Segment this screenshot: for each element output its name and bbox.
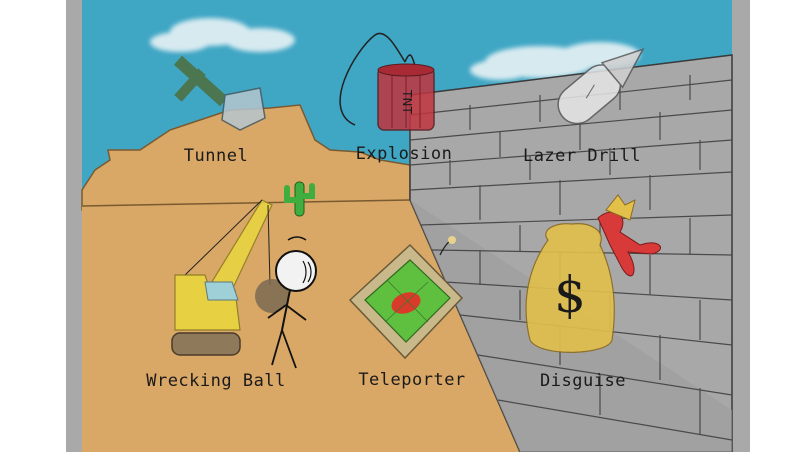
lazer-drill-label[interactable]: Lazer Drill (522, 146, 642, 166)
stickman-character (267, 236, 317, 369)
explosion-option[interactable]: TNT (339, 32, 435, 131)
shovel-icon (173, 55, 266, 131)
cactus (284, 181, 315, 217)
money-bag-icon: $ (525, 194, 662, 353)
lazer-drill-option[interactable] (550, 35, 655, 132)
wall-bricks (409, 75, 733, 441)
wrecking-ball-option[interactable] (171, 199, 289, 356)
bag-symbol: $ (554, 266, 586, 324)
wrecking-ball-label[interactable]: Wrecking Ball (146, 371, 286, 391)
cloud-right (470, 42, 640, 80)
teleporter-option[interactable] (348, 236, 464, 360)
disguise-option[interactable]: $ (525, 194, 662, 353)
teleporter-label[interactable]: Teleporter (358, 370, 466, 390)
cloud-left (150, 18, 295, 52)
left-frame (66, 0, 82, 452)
crane-icon (171, 199, 289, 356)
explosion-label[interactable]: Explosion (355, 144, 453, 164)
horizon-line (81, 199, 411, 207)
dynamite-icon: TNT (339, 32, 435, 131)
drill-icon (557, 47, 645, 125)
disguise-label[interactable]: Disguise (540, 371, 626, 391)
dynamite-text: TNT (400, 89, 414, 114)
right-frame (732, 0, 750, 452)
tunnel-option[interactable] (173, 55, 266, 131)
tunnel-label[interactable]: Tunnel (183, 146, 249, 166)
teleporter-pad-icon (348, 236, 464, 360)
